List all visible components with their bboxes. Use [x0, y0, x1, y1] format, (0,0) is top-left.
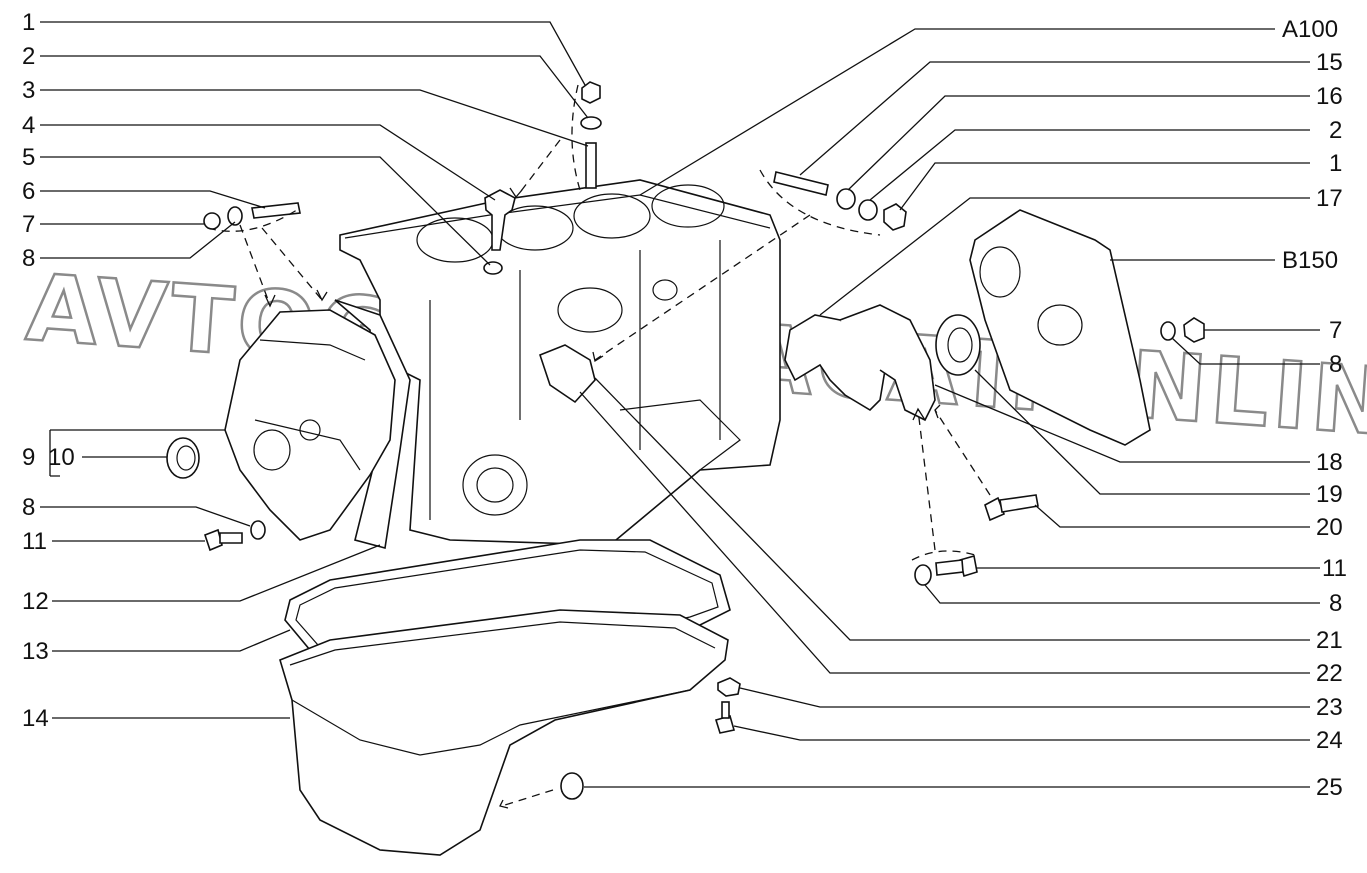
callout-10: 10 [48, 444, 75, 471]
callout-18: 18 [1316, 449, 1343, 476]
callout-15: 15 [1316, 49, 1343, 76]
callout-20: 20 [1316, 514, 1343, 541]
callout-a100: A100 [1282, 16, 1338, 43]
leader-lines [40, 21, 1320, 788]
oil-seal-10 [166, 437, 200, 479]
rear-plate [969, 209, 1151, 446]
callout-b150: B150 [1282, 247, 1338, 274]
callouts-left: 1 2 3 4 5 6 7 8 9 10 8 11 12 13 14 [22, 9, 75, 732]
callout-25: 25 [1316, 774, 1343, 801]
callout-7: 7 [22, 211, 35, 238]
callout-21: 21 [1316, 627, 1343, 654]
callouts-right: A100 15 16 2 1 17 B150 7 8 18 19 20 11 8… [1282, 16, 1347, 801]
oil-seal-19 [935, 314, 981, 376]
callout-5: 5 [22, 144, 35, 171]
callout-2: 2 [22, 43, 35, 70]
callout-17: 17 [1316, 185, 1343, 212]
callout-4: 4 [22, 112, 35, 139]
callout-1r: 1 [1329, 150, 1342, 177]
callout-8r2: 8 [1329, 590, 1342, 617]
callout-11: 11 [22, 528, 47, 555]
callout-11r: 11 [1322, 555, 1347, 582]
rear-seal-housing [784, 304, 936, 422]
callout-3: 3 [22, 77, 35, 104]
timing-cover [224, 299, 411, 550]
callout-8: 8 [22, 245, 35, 272]
oil-pan [279, 609, 729, 856]
callout-24: 24 [1316, 727, 1343, 754]
callout-8r: 8 [1329, 351, 1342, 378]
callout-16: 16 [1316, 83, 1343, 110]
callout-8b: 8 [22, 494, 35, 521]
callout-12: 12 [22, 588, 49, 615]
callout-14: 14 [22, 705, 49, 732]
callout-6: 6 [22, 178, 35, 205]
callout-9: 9 [22, 444, 35, 471]
fasteners [203, 81, 1205, 800]
callout-1: 1 [22, 9, 35, 36]
callout-2r: 2 [1329, 117, 1342, 144]
assembly-arrows [207, 84, 991, 809]
callout-13: 13 [22, 638, 49, 665]
callout-23: 23 [1316, 694, 1343, 721]
callout-22: 22 [1316, 660, 1343, 687]
callout-19: 19 [1316, 481, 1343, 508]
callout-7r: 7 [1329, 317, 1342, 344]
